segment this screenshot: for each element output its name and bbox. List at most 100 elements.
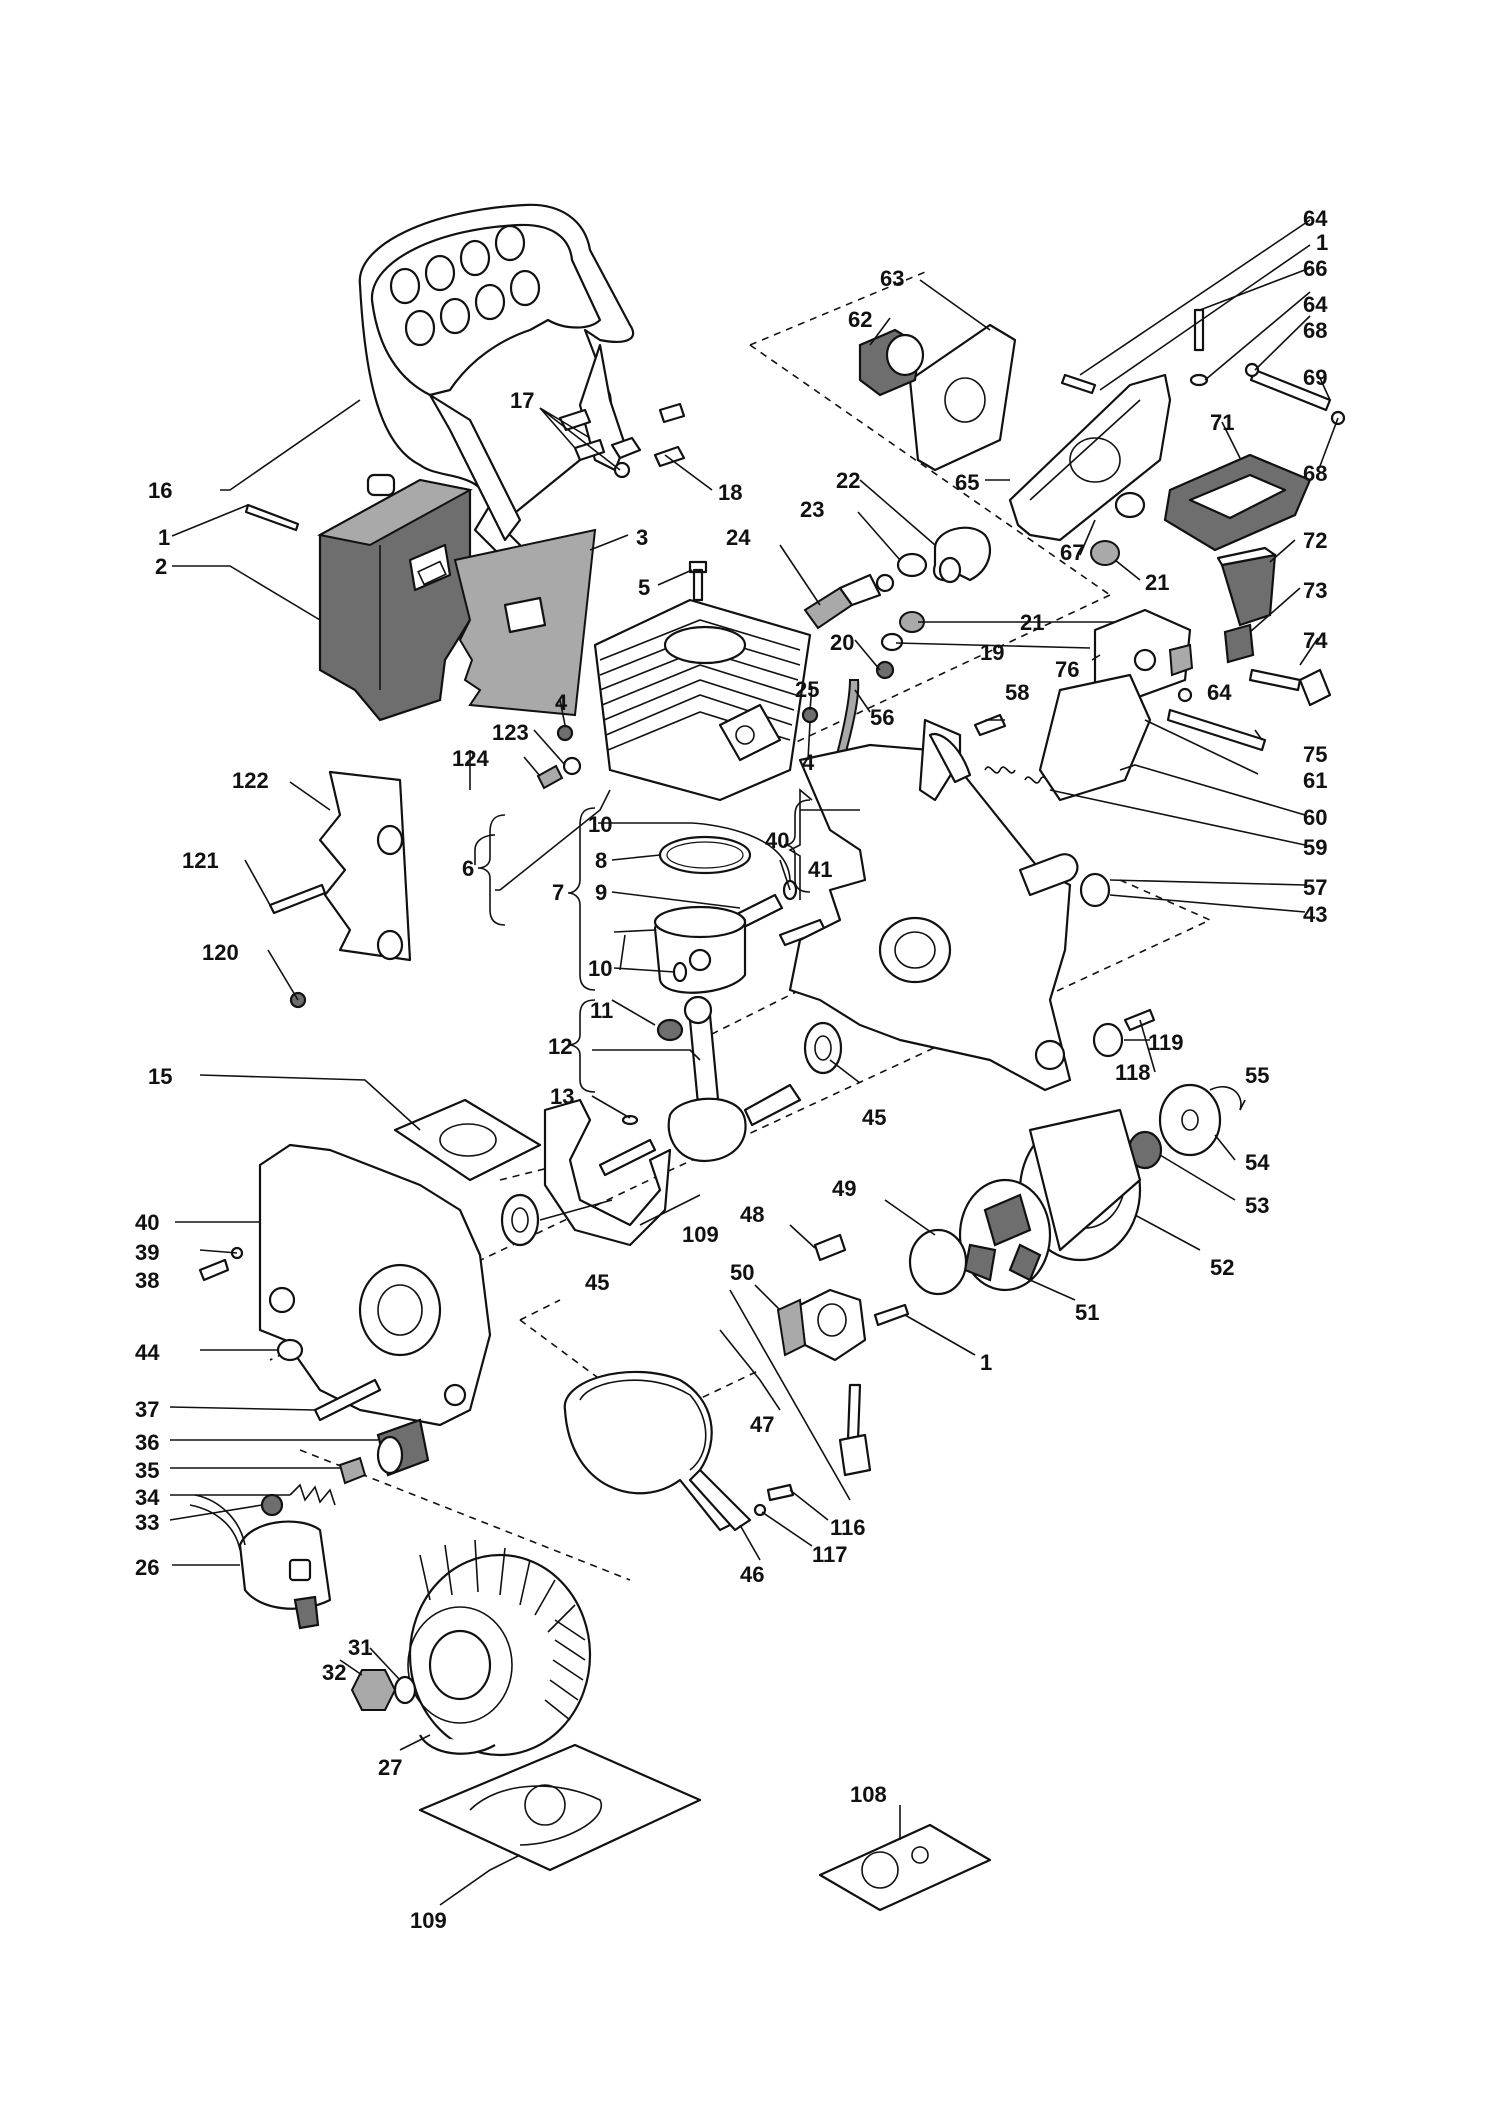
callout-44: 44 [135,1340,160,1365]
callout-20: 20 [830,630,854,655]
callout-35: 35 [135,1458,159,1483]
callout-64b: 64 [1303,292,1328,317]
callout-53: 53 [1245,1193,1269,1218]
callout-48: 48 [740,1202,764,1227]
callout-32: 32 [322,1660,346,1685]
intake-elbow-62 [858,328,925,397]
callout-38: 38 [135,1268,159,1293]
callout-1a: 1 [1316,230,1328,255]
callout-3: 3 [636,525,648,550]
washer-23 [896,552,928,578]
callout-10b: 10 [588,956,612,981]
callout-9: 9 [595,880,607,905]
callout-labels: 64 1 66 64 68 69 68 63 62 71 65 67 21 72… [135,206,1328,1933]
clutch-51 [958,1178,1052,1292]
callout-76: 76 [1055,657,1079,682]
bolt-75 [1166,708,1267,752]
piston-7 [653,905,747,994]
crankshaft-12 [598,995,802,1177]
carb-housing-65 [1008,373,1172,542]
spacer-35 [338,1456,367,1485]
clip-19 [880,632,904,652]
callout-63: 63 [880,266,904,291]
throttle-plate-61 [1038,673,1152,802]
callout-22: 22 [836,468,860,493]
callout-71: 71 [1210,410,1234,435]
callout-6: 6 [462,856,474,881]
oil-pump-47 [798,1288,872,1477]
callout-43: 43 [1303,902,1327,927]
nut-4b [801,706,819,724]
cylinder-6 [593,598,812,802]
callout-24: 24 [726,525,751,550]
callout-27: 27 [378,1755,402,1780]
callout-12: 12 [548,1034,572,1059]
callout-41: 41 [808,857,832,882]
screw-121 [268,883,327,915]
callout-2: 2 [155,554,167,579]
callout-74: 74 [1303,628,1328,653]
callout-7: 7 [552,880,564,905]
crankcase-right-40 [788,718,1079,1092]
callout-18: 18 [718,480,742,505]
callout-16: 16 [148,478,172,503]
bearing-45-left [500,1193,540,1247]
screw-1c [873,1303,910,1327]
callout-50: 50 [730,1260,754,1285]
callout-40b: 40 [135,1210,159,1235]
heat-shield-3 [453,528,597,717]
bearing-45-right [803,1021,843,1075]
callout-109b: 109 [410,1908,447,1933]
screw-64a [1060,373,1097,395]
grommet-21a [1090,540,1120,566]
callout-65: 65 [955,470,979,495]
plate-63 [908,323,1017,472]
callout-73: 73 [1303,578,1327,603]
screw-66 [1193,308,1205,352]
callout-25: 25 [795,677,819,702]
washer-64b [1189,373,1209,387]
ignition-module-26 [189,1494,332,1630]
callout-15: 15 [148,1064,172,1089]
callout-121: 121 [182,848,219,873]
callout-19: 19 [980,640,1004,665]
callout-120: 120 [202,940,239,965]
callout-13: 13 [550,1084,574,1109]
oil-line-47-rod [729,1289,851,1501]
callout-4a: 4 [555,690,568,715]
callout-67: 67 [1060,540,1084,565]
washer-31 [393,1675,417,1705]
callout-122: 122 [232,768,269,793]
callout-45a: 45 [862,1105,886,1130]
clutch-drum-52 [1018,1108,1142,1262]
worm-50 [776,1298,807,1357]
nut-4a [556,724,574,742]
callout-68a: 68 [1303,318,1327,343]
brake-band-46 [563,1370,752,1532]
needle-bearing-11 [656,1018,684,1042]
bolt-37 [313,1378,382,1422]
callout-62: 62 [848,307,872,332]
callout-118: 118 [1115,1060,1151,1085]
callout-17: 17 [510,388,534,413]
callout-52: 52 [1210,1255,1234,1280]
callout-58: 58 [1005,680,1029,705]
callout-11: 11 [590,998,613,1023]
callout-39: 39 [135,1240,159,1265]
spring-59 [984,766,1016,774]
callout-123: 123 [492,720,529,745]
spark-plug-24 [803,573,895,630]
washer-123 [562,756,582,776]
callout-37: 37 [135,1397,159,1422]
gasket-set-109 [418,1743,702,1872]
screw-116 [766,1483,795,1502]
callout-68b: 68 [1303,461,1327,486]
callout-49: 49 [832,1176,856,1201]
screw-38 [198,1258,230,1282]
callout-8: 8 [595,848,607,873]
chain-guide-48 [813,1233,847,1262]
leader-lines [169,219,1339,1906]
callout-45b: 45 [585,1270,609,1295]
nut-20 [875,660,895,680]
group-brackets [477,799,811,1093]
